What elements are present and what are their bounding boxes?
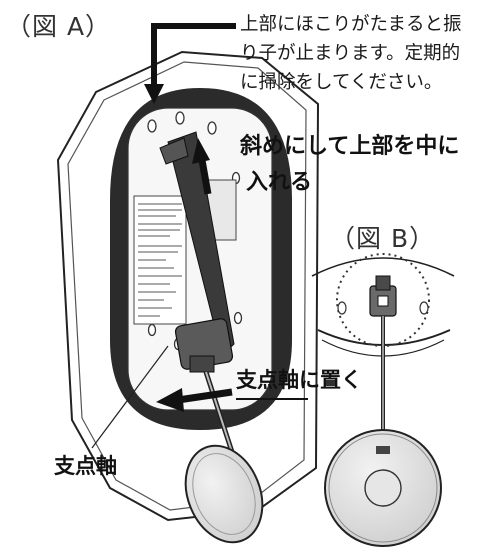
note-line: り子が止まります。定期的 <box>240 43 461 64</box>
arrow-up-insert <box>198 159 212 195</box>
pivot-detail <box>369 275 397 446</box>
note-line: 上部にほこりがたまると振 <box>240 14 462 35</box>
figure-a <box>56 23 320 544</box>
pivot-label: 支点軸 <box>54 454 117 478</box>
figure-b-label: （図 B） <box>330 224 436 253</box>
pivot-leader-line <box>91 345 169 449</box>
instruction-tilt-line1: 斜めにして上部を中に <box>240 134 460 159</box>
note-line: に掃除をしてください。 <box>240 72 443 93</box>
screw-holes <box>147 111 243 351</box>
pendulum-assembly <box>159 131 235 453</box>
clock-ring-outer <box>311 257 455 277</box>
figure-a-label: （図 A） <box>6 12 112 41</box>
instruction-pivot: 支点軸に置く <box>236 368 362 392</box>
figure-b <box>311 253 455 547</box>
clock-bezel <box>110 88 292 430</box>
arrow-left-pivot <box>177 388 233 404</box>
arrow-down-to-top <box>151 23 236 88</box>
dust-cleaning-note: 上部にほこりがたまると振 り子が止まります。定期的 に掃除をしてください。 <box>240 10 461 97</box>
instruction-pivot-underline <box>236 398 308 400</box>
instruction-tilt-line2: 入れる <box>246 170 313 195</box>
label-sticker <box>133 195 187 325</box>
